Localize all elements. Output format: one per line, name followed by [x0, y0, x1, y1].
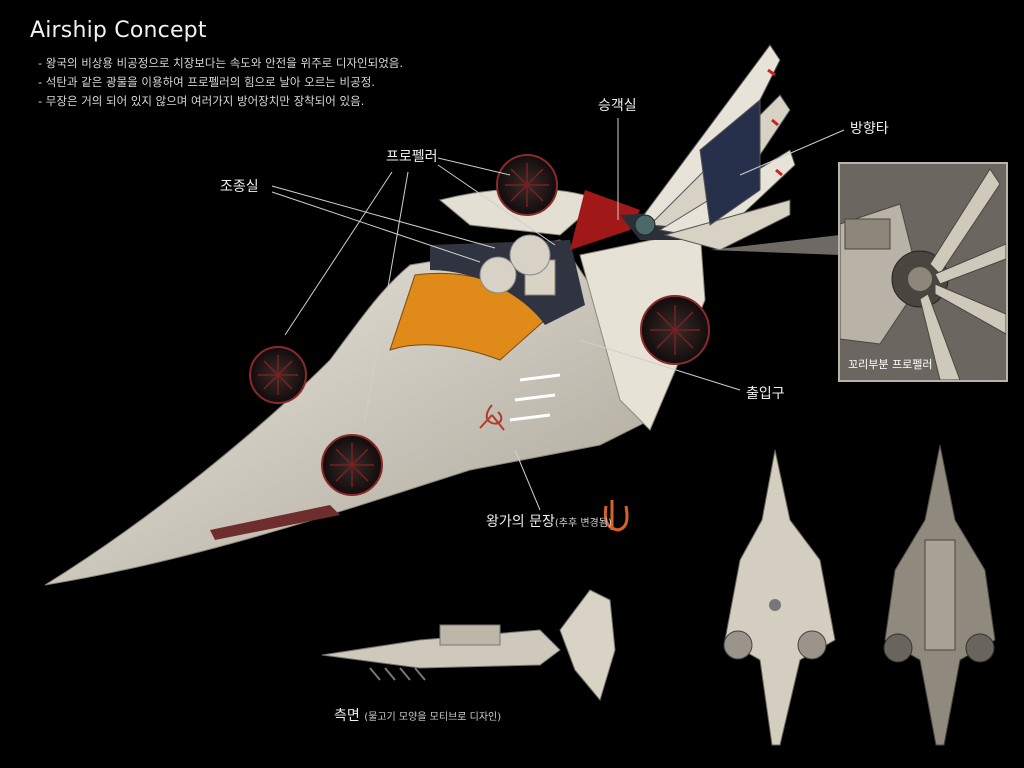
label-royal-emblem-text: 왕가의 문장: [486, 514, 555, 530]
note-line: - 왕국의 비상용 비공정으로 치장보다는 속도와 안전을 위주로 디자인되었음…: [38, 56, 404, 70]
tail-propeller-image: [840, 164, 1006, 380]
top-view-airship: [723, 449, 836, 746]
label-royal-emblem: 왕가의 문장(추후 변경됨): [486, 511, 612, 531]
royal-emblem-icon: [603, 500, 629, 532]
label-rudder: 방향타: [850, 121, 889, 137]
label-side-view-text: 측면: [334, 708, 360, 724]
propeller-units: [249, 154, 710, 496]
note-line: - 무장은 거의 되어 있지 않으며 여러가지 방어장치만 장착되어 있음.: [38, 94, 365, 108]
label-entrance: 출입구: [746, 386, 785, 402]
royal-emblem-mark: [479, 404, 505, 431]
label-passenger-cabin: 승객실: [598, 98, 637, 114]
tail-rudder-fins: [639, 44, 796, 251]
description-notes: - 왕국의 비상용 비공정으로 치장보다는 속도와 안전을 위주로 디자인되었음…: [38, 54, 403, 111]
label-propeller: 프로펠러: [386, 149, 438, 165]
callout-lines: [271, 118, 845, 511]
label-side-view-note: (물고기 모양을 모티브로 디자인): [364, 712, 502, 723]
label-cockpit: 조종실: [220, 179, 259, 195]
side-view-airship: [321, 589, 616, 702]
label-side-view: 측면 (물고기 모양을 모티브로 디자인): [334, 705, 501, 725]
page-title: Airship Concept: [30, 18, 207, 43]
note-line: - 석탄과 같은 광물을 이용하여 프로펠러의 힘으로 날아 오르는 비공정.: [38, 75, 375, 89]
bottom-view-airship: [883, 444, 996, 746]
tail-propeller-closeup: 꼬리부분 프로펠러: [838, 162, 1008, 382]
tail-propeller-caption: 꼬리부분 프로펠러: [848, 358, 933, 371]
label-royal-emblem-note: (추후 변경됨): [554, 518, 612, 529]
